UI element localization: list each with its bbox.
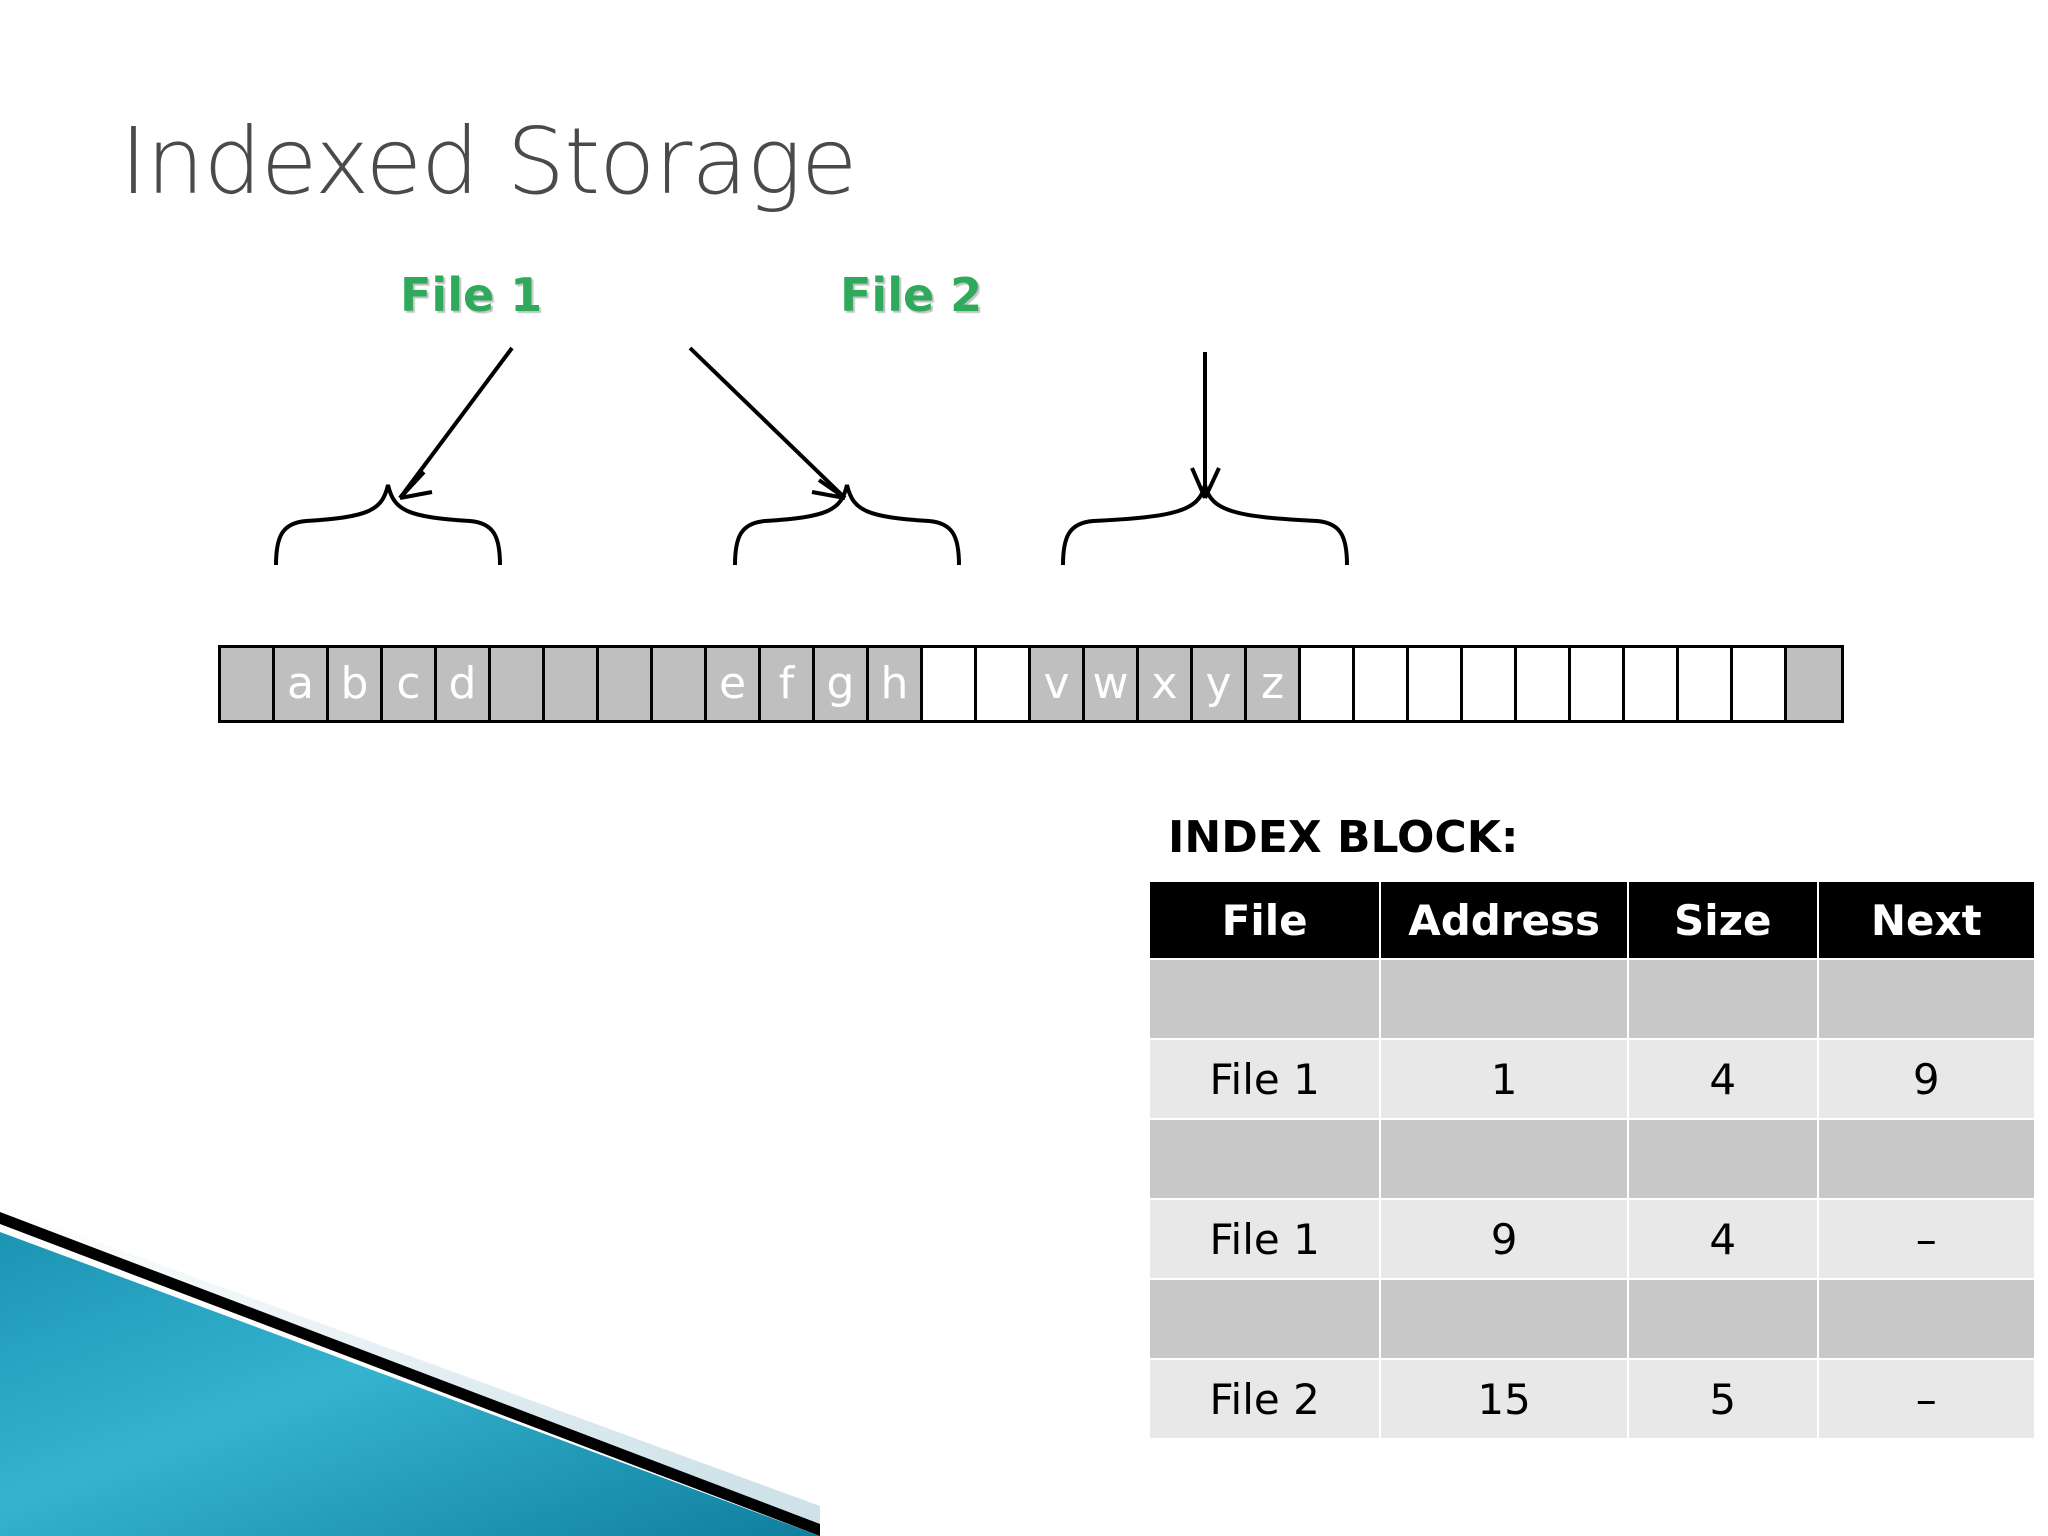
table-cell: 15	[1379, 1358, 1629, 1440]
table-cell: File 2	[1147, 1358, 1382, 1440]
arrow-file2	[1190, 352, 1221, 499]
table-cell: 4	[1626, 1038, 1819, 1120]
disk-cell	[1463, 648, 1517, 720]
table-spacer-row	[1147, 1118, 2037, 1200]
disk-cell	[1679, 648, 1733, 720]
disk-cell: e	[707, 648, 761, 720]
disk-cell	[923, 648, 977, 720]
table-spacer-row	[1147, 958, 2037, 1040]
disk-cell	[599, 648, 653, 720]
corner-decoration	[0, 1206, 820, 1536]
file-1-label: File 1	[400, 268, 543, 322]
file-2-label: File 2	[840, 268, 983, 322]
table-cell	[1147, 1118, 1382, 1200]
column-header-file: File	[1147, 880, 1382, 960]
table-cell	[1626, 958, 1819, 1040]
disk-cell: v	[1031, 648, 1085, 720]
table-cell	[1816, 1118, 2037, 1200]
table-cell	[1147, 958, 1382, 1040]
table-spacer-row	[1147, 1278, 2037, 1360]
disk-cell	[1301, 648, 1355, 720]
disk-cell: g	[815, 648, 869, 720]
table-cell: 9	[1379, 1198, 1629, 1280]
brace-file2	[1061, 484, 1349, 566]
disk-cell	[1517, 648, 1571, 720]
disk-cell	[545, 648, 599, 720]
disk-cell: f	[761, 648, 815, 720]
disk-cell	[1355, 648, 1409, 720]
table-cell: –	[1816, 1358, 2037, 1440]
table-cell: 1	[1379, 1038, 1629, 1120]
index-block-heading: INDEX BLOCK:	[1168, 812, 1519, 863]
table-cell	[1626, 1118, 1819, 1200]
disk-cell: c	[383, 648, 437, 720]
disk-cell	[1733, 648, 1787, 720]
disk-cell	[977, 648, 1031, 720]
disk-cell: y	[1193, 648, 1247, 720]
column-header-next: Next	[1816, 880, 2037, 960]
disk-cell: w	[1085, 648, 1139, 720]
column-header-size: Size	[1626, 880, 1819, 960]
brace-file1-part1	[274, 484, 502, 566]
disk-cell: a	[275, 648, 329, 720]
brace-file1-part2	[733, 484, 961, 566]
table-cell	[1379, 1118, 1629, 1200]
table-cell: File 1	[1147, 1198, 1382, 1280]
disk-cell	[653, 648, 707, 720]
disk-cell	[491, 648, 545, 720]
disk-cell: b	[329, 648, 383, 720]
column-header-address: Address	[1379, 880, 1629, 960]
disk-cell: d	[437, 648, 491, 720]
table-cell: 9	[1816, 1038, 2037, 1120]
table-cell: File 1	[1147, 1038, 1382, 1120]
table-cell: –	[1816, 1198, 2037, 1280]
disk-cell	[1625, 648, 1679, 720]
table-cell	[1626, 1278, 1819, 1360]
arrow-file1-left	[398, 346, 514, 500]
table-cell: 4	[1626, 1198, 1819, 1280]
table-cell	[1816, 1278, 2037, 1360]
disk-cell	[221, 648, 275, 720]
disk-cell	[1571, 648, 1625, 720]
page-title: Indexed Storage	[120, 108, 857, 215]
disk-cell: x	[1139, 648, 1193, 720]
disk-cell: z	[1247, 648, 1301, 720]
table-cell	[1379, 1278, 1629, 1360]
disk-cell	[1409, 648, 1463, 720]
table-cell	[1816, 958, 2037, 1040]
table-cell	[1147, 1278, 1382, 1360]
arrow-file1-right	[688, 346, 847, 500]
table-cell: 5	[1626, 1358, 1819, 1440]
disk-cell: h	[869, 648, 923, 720]
table-header-row: File Address Size Next	[1147, 880, 2037, 960]
disk-cell	[1787, 648, 1841, 720]
table-cell	[1379, 958, 1629, 1040]
